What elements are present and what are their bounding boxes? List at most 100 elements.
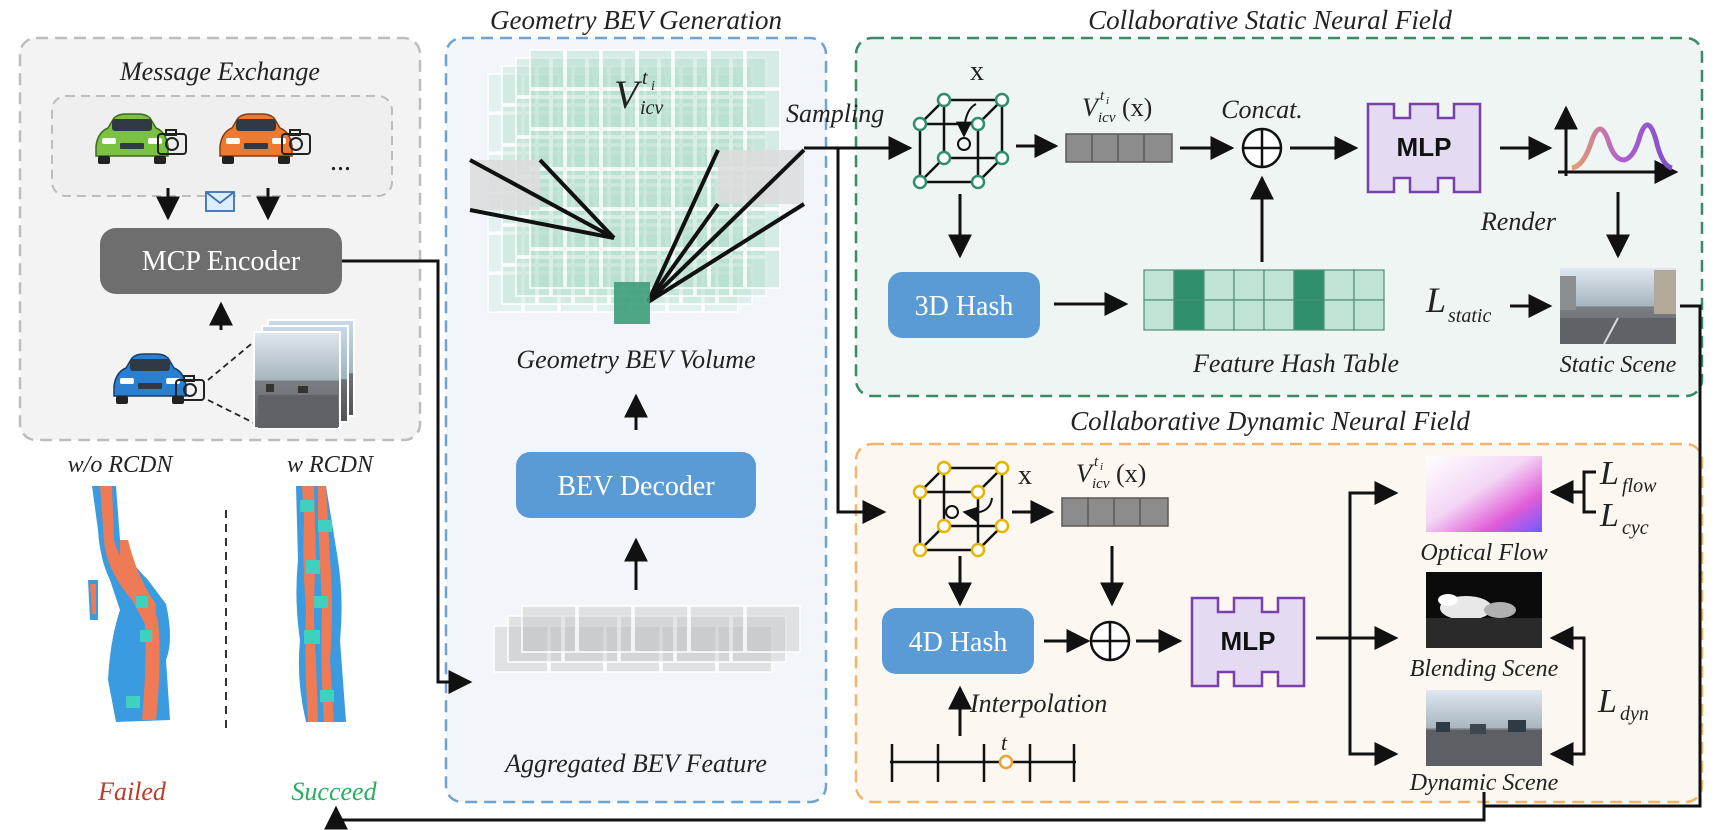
volume-cell <box>601 129 637 169</box>
section-title-collab-dynamic: Collaborative Dynamic Neural Field <box>1070 406 1470 436</box>
volume-cell <box>601 49 637 89</box>
camera-image-stack <box>253 319 355 429</box>
hash-table-cell <box>1143 269 1175 301</box>
svg-text:V: V <box>1082 93 1101 122</box>
hash-table-cell <box>1353 299 1385 331</box>
envelope-icon <box>205 191 235 212</box>
camera-frustum-right <box>646 148 806 304</box>
w-rcdn-label: w RCDN <box>287 452 375 478</box>
mcp-encoder-label: MCP Encoder <box>142 246 301 277</box>
hash-table-cell <box>1323 299 1355 331</box>
volume-cell <box>745 209 781 249</box>
volume-cell <box>673 89 709 129</box>
volume-cell <box>565 89 601 129</box>
feature-cell <box>605 625 661 673</box>
hash-3d-label: 3D Hash <box>915 291 1014 322</box>
hash-table-cell <box>1353 269 1385 301</box>
hash-table-cell <box>1233 299 1265 331</box>
x-static-label: x <box>970 56 984 87</box>
svg-text:i: i <box>1106 95 1109 107</box>
hash-table-cell <box>1233 269 1265 301</box>
hash-table-cell <box>1263 269 1295 301</box>
hash-table-cell <box>1203 299 1235 331</box>
hash-3d-block <box>888 272 1040 338</box>
volume-cell <box>745 249 781 289</box>
svg-text:t: t <box>1094 454 1099 470</box>
geometry-bev-volume-label: Geometry BEV Volume <box>516 345 755 374</box>
dynamic-scene-label: Dynamic Scene <box>1409 770 1559 796</box>
wo-rcdn-label: w/o RCDN <box>68 452 175 478</box>
concat-operator <box>1241 127 1283 169</box>
svg-text:V: V <box>1076 459 1095 488</box>
volume-cell <box>565 249 601 289</box>
feature-cell <box>745 605 801 653</box>
hash-table-cell <box>1323 269 1355 301</box>
feature-cell <box>731 615 787 663</box>
volume-cell <box>637 129 673 169</box>
succeed-map <box>296 486 346 722</box>
mlp-static-label: MLP <box>1397 132 1452 162</box>
feature-cell <box>675 615 731 663</box>
section-title-geometry-bev: Geometry BEV Generation <box>490 5 782 35</box>
volume-cell <box>565 129 601 169</box>
blending-scene-label: Blending Scene <box>1410 656 1559 682</box>
static-scene-loss-connector <box>1484 304 1702 808</box>
static-field-panel <box>854 36 1704 398</box>
hash-table-cell <box>1293 269 1325 301</box>
svg-text:flow: flow <box>1622 475 1657 497</box>
hash-4d-block <box>882 608 1034 674</box>
volume-cell <box>745 49 781 89</box>
bev-decoder-label: BEV Decoder <box>557 471 715 502</box>
svg-text:icv: icv <box>1098 110 1116 126</box>
volume-cell <box>745 89 781 129</box>
svg-text:i: i <box>1100 461 1103 473</box>
car-blue-icon <box>113 353 187 404</box>
feature-vector-dynamic <box>1061 497 1169 527</box>
hash-table-cell <box>1263 299 1295 331</box>
camera-icon <box>281 129 311 155</box>
svg-text:t: t <box>642 67 648 89</box>
l-dyn-symbol: L dyn <box>1597 683 1649 725</box>
camera-icon <box>157 129 187 155</box>
feature-cell <box>717 625 773 673</box>
volume-cell <box>551 257 587 297</box>
volume-cell <box>673 129 709 169</box>
volume-cell <box>673 169 709 209</box>
l-static-symbol: L static <box>1425 280 1491 327</box>
camera-icon <box>175 375 205 401</box>
encoder-to-feature-arrow <box>342 259 473 694</box>
car-orange-icon <box>219 113 293 164</box>
aggregated-bev-feature <box>493 605 801 673</box>
render-label: Render <box>1480 207 1557 236</box>
voxel-cube-icon <box>912 460 1010 558</box>
volume-cell <box>529 49 565 89</box>
svg-text:V: V <box>614 72 643 117</box>
volume-cell <box>637 209 673 249</box>
svg-text:t: t <box>1100 88 1105 104</box>
failed-label: Failed <box>97 777 167 806</box>
interpolation-label: Interpolation <box>969 689 1107 718</box>
volume-cell <box>637 169 673 209</box>
feature-cell <box>507 615 563 663</box>
sampling-label: Sampling <box>786 99 884 128</box>
time-axis <box>890 744 1076 782</box>
svg-text:i: i <box>651 79 655 94</box>
feature-cell <box>577 605 633 653</box>
curve-plot-icon <box>1554 105 1679 184</box>
volume-cell <box>529 89 565 129</box>
svg-text:(x): (x) <box>1122 93 1152 122</box>
feature-cell <box>661 625 717 673</box>
svg-text:L: L <box>1425 280 1446 320</box>
feature-cell <box>689 605 745 653</box>
volume-cell <box>709 49 745 89</box>
hash-table-cell <box>1293 299 1325 331</box>
section-title-message-exchange: Message Exchange <box>119 57 320 86</box>
volume-cell <box>709 249 745 289</box>
volume-cell <box>565 169 601 209</box>
svg-text:cyc: cyc <box>1622 517 1649 539</box>
car-green-icon <box>95 113 169 164</box>
volume-cell <box>637 49 673 89</box>
static-scene-image <box>1560 268 1676 345</box>
